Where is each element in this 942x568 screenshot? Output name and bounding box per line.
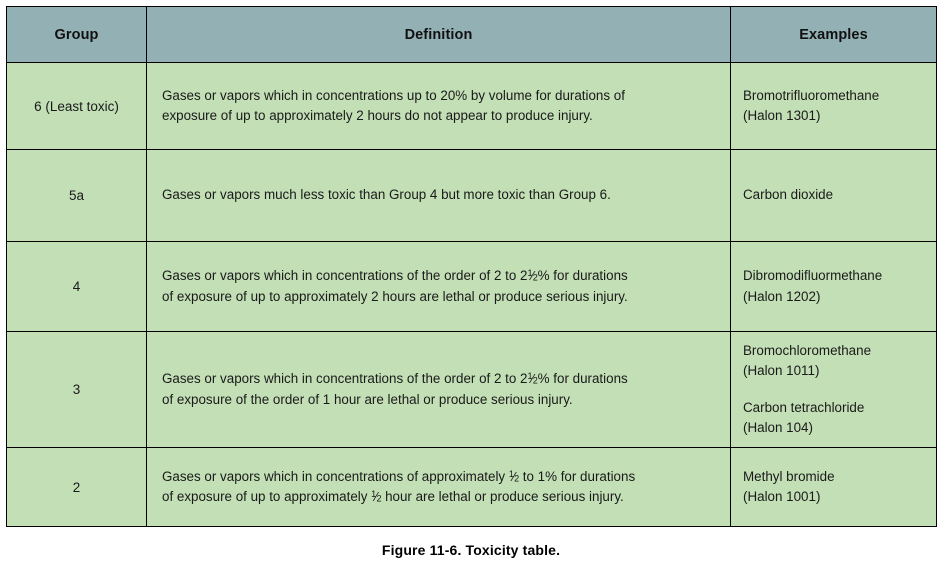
example-line: (Halon 1301) (743, 108, 821, 123)
example-line: Dibromodifluormethane (743, 268, 883, 284)
example-entry: Carbon tetrachloride (Halon 104) (743, 398, 928, 438)
cell-examples: Carbon dioxide (730, 149, 937, 242)
table-body: 6 (Least toxic) Gases or vapors which in … (6, 62, 937, 527)
definition-line: Gases or vapors much less toxic than Gro… (162, 187, 611, 203)
example-line: (Halon 1202) (743, 288, 821, 304)
table-header: Group Definition Examples (6, 6, 937, 63)
table-row: 3 Gases or vapors which in concentrations… (6, 331, 937, 448)
cell-examples: Bromotrifluoromethane (Halon 1301) (730, 62, 937, 150)
cell-definition: Gases or vapors which in concentrations … (146, 62, 731, 150)
example-line: Methyl bromide (743, 468, 835, 484)
example-line: Bromotrifluoromethane (743, 87, 880, 103)
figure-caption: Figure 11-6. Toxicity table. (381, 542, 561, 558)
example-line: (Halon 104) (743, 420, 813, 436)
cell-group: 2 (6, 447, 147, 527)
definition-line: Gases or vapors which in concentrations … (162, 468, 636, 484)
definition-line: Gases or vapors which in concentrations … (162, 371, 628, 387)
definition-line: Gases or vapors which in concentrations … (162, 87, 625, 103)
header-row: Group Definition Examples (6, 6, 937, 63)
example-line: Bromochloromethane (743, 342, 872, 358)
cell-definition: Gases or vapors which in concentrations … (146, 331, 731, 448)
cell-group: 4 (6, 241, 147, 332)
cell-group: 5a (6, 149, 147, 242)
cell-group: 6 (Least toxic) (6, 62, 147, 150)
cell-definition: Gases or vapors which in concentrations … (146, 241, 731, 332)
table-row: 5a Gases or vapors much less toxic than G… (6, 149, 937, 242)
cell-definition: Gases or vapors much less toxic than Gro… (146, 149, 731, 242)
definition-line: Gases or vapors which in concentrations … (162, 268, 628, 284)
cell-definition: Gases or vapors which in concentrations … (146, 447, 731, 527)
example-entry: Dibromodifluormethane (Halon 1202) (743, 266, 928, 306)
example-line: (Halon 1011) (743, 362, 820, 378)
example-entry: Carbon dioxide (743, 185, 928, 205)
cell-examples: Methyl bromide (Halon 1001) (730, 447, 937, 527)
definition-line: of exposure of up to approximately 2 hou… (162, 288, 628, 304)
example-line: (Halon 1001) (743, 489, 821, 504)
example-line: Carbon dioxide (743, 187, 834, 203)
toxicity-table: Group Definition Examples 6 (Least toxic… (6, 6, 937, 527)
example-line: Carbon tetrachloride (743, 400, 865, 415)
table-row: 2 Gases or vapors which in concentrations… (6, 447, 937, 527)
example-entry: Bromotrifluoromethane (Halon 1301) (743, 86, 928, 126)
column-header-group: Group (6, 6, 147, 63)
example-entry: Methyl bromide (Halon 1001) (743, 467, 928, 507)
column-header-definition: Definition (146, 6, 731, 63)
definition-line: of exposure of the order of 1 hour are l… (162, 391, 573, 407)
table-row: 6 (Least toxic) Gases or vapors which in … (6, 62, 937, 150)
example-entry: Bromochloromethane (Halon 1011) (743, 341, 928, 381)
cell-examples: Dibromodifluormethane (Halon 1202) (730, 241, 937, 332)
column-header-examples: Examples (730, 6, 937, 63)
definition-line: of exposure of up to approximately 1⁄2 h… (162, 488, 624, 504)
cell-examples: Bromochloromethane (Halon 1011) Carbon tet… (730, 331, 937, 448)
table-row: 4 Gases or vapors which in concentrations… (6, 241, 937, 332)
cell-group: 3 (6, 331, 147, 448)
definition-line: exposure of up to approximately 2 hours … (162, 108, 593, 123)
